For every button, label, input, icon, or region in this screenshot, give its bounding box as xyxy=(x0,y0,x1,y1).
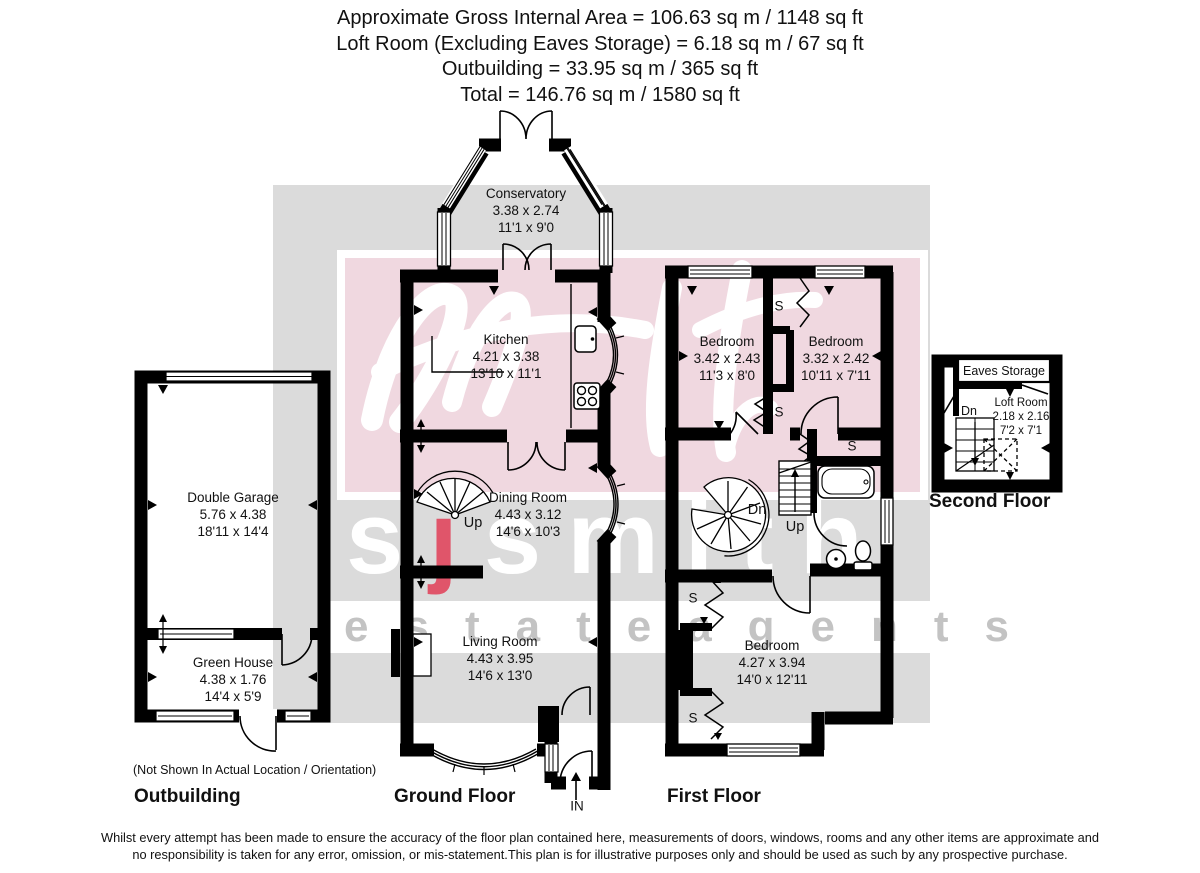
outbuilding-windows xyxy=(155,628,312,722)
bathroom-sink xyxy=(825,548,847,570)
outbuilding-plan xyxy=(134,370,331,752)
greenhouse-door-opening xyxy=(239,709,277,723)
outbuilding-note: (Not Shown In Actual Location / Orientat… xyxy=(133,763,377,777)
reduced-headroom-zone xyxy=(983,438,1018,472)
summary-line: Approximate Gross Internal Area = 106.63… xyxy=(336,7,864,29)
ground-floor-plan xyxy=(391,110,626,800)
first-floor-plan xyxy=(665,265,894,757)
second-arrow-markers xyxy=(944,389,1050,480)
eaves-storage-box xyxy=(956,357,1052,384)
ground-arrow-markers xyxy=(414,286,597,647)
toilet xyxy=(853,540,873,571)
first-straight-stair xyxy=(778,460,812,516)
brand-letter: s xyxy=(346,480,430,595)
bathtub xyxy=(817,465,875,499)
storage-tag: S xyxy=(688,590,698,606)
second-floor-plan xyxy=(931,354,1063,493)
porch-window xyxy=(544,743,559,773)
stair-dn-arrowhead xyxy=(971,458,979,466)
first-arrow-markers xyxy=(679,286,881,740)
stairs-down-tag: Dn xyxy=(747,502,767,518)
stairs-up-tag: Up xyxy=(463,515,483,531)
summary-line: Total = 146.76 sq m / 1580 sq ft xyxy=(460,83,740,106)
entrance-tag: IN xyxy=(570,798,584,814)
outbuilding-doors xyxy=(239,633,313,752)
storage-tag: S xyxy=(774,404,784,420)
bifold-doors xyxy=(703,277,813,740)
stairs-up-tag: Up xyxy=(785,519,805,535)
summary-line: Outbuilding = 33.95 sq m / 365 sq ft xyxy=(441,58,759,80)
second-floor-doors xyxy=(943,384,1049,414)
kitchen-sink xyxy=(574,325,597,353)
loft-stair xyxy=(955,417,995,472)
title-second-floor: Second Floor xyxy=(929,491,1051,512)
storage-tag: S xyxy=(688,710,698,726)
bay-windows xyxy=(426,310,626,775)
ground-floor-doors xyxy=(499,110,593,784)
storage-tag: S xyxy=(774,298,784,314)
stove-hob xyxy=(573,382,601,410)
storage-tag: S xyxy=(847,438,857,454)
title-outbuilding: Outbuilding xyxy=(134,786,241,807)
agents-word: agents xyxy=(687,602,1046,651)
disclaimer: Whilst every attempt has been made to en… xyxy=(0,830,1200,863)
first-spiral-stair xyxy=(690,477,770,557)
area-summary: Approximate Gross Internal Area = 106.63… xyxy=(0,6,1200,108)
first-floor-windows xyxy=(687,265,894,757)
conservatory-windows xyxy=(436,145,614,267)
stair-up-arrowhead xyxy=(791,469,799,477)
stairs-down-tag: Dn xyxy=(961,404,977,418)
title-ground-floor: Ground Floor xyxy=(394,786,516,807)
first-floor-doors xyxy=(729,396,848,614)
kitchen-counter xyxy=(431,284,572,428)
entrance-arrow xyxy=(571,772,581,800)
disclaimer-line: no responsibility is taken for any error… xyxy=(132,846,1068,862)
room-label-eaves-storage: Eaves Storage xyxy=(963,364,1045,378)
garage-door xyxy=(165,371,313,382)
title-first-floor: First Floor xyxy=(667,786,761,807)
ground-spiral-stair xyxy=(416,470,494,520)
summary-line: Loft Room (Excluding Eaves Storage) = 6.… xyxy=(336,32,864,55)
outbuilding-arrow-markers xyxy=(148,385,317,682)
disclaimer-line: Whilst every attempt has been made to en… xyxy=(101,830,1099,845)
porch-wall-block xyxy=(538,706,559,742)
